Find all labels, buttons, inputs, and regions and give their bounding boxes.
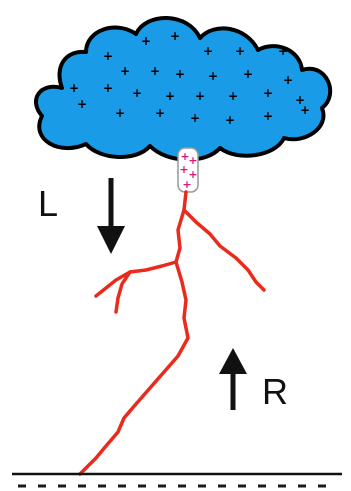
label-r: R <box>262 374 288 410</box>
leader-plus-charge: + <box>182 178 191 191</box>
cloud-plus-charge: + <box>103 81 113 95</box>
cloud-plus-charge: + <box>208 69 218 83</box>
cloud-plus-charge: + <box>278 44 288 58</box>
cloud-plus-charge: + <box>141 34 151 48</box>
cloud-plus-charge: + <box>115 106 125 120</box>
lightning-main-channel <box>80 192 188 474</box>
cloud-plus-charge: + <box>69 81 79 95</box>
arrow-down-icon <box>97 178 125 254</box>
cloud-plus-charge: + <box>120 64 130 78</box>
cloud-plus-charge: + <box>155 106 165 120</box>
cloud-plus-charge: + <box>243 67 253 81</box>
cloud-plus-charge: + <box>203 44 213 58</box>
cloud-plus-charge: + <box>195 89 205 103</box>
cloud-plus-charge: + <box>225 113 235 127</box>
cloud-plus-charge: + <box>263 109 273 123</box>
cloud-plus-charge: + <box>170 29 180 43</box>
lightning-right-branch <box>184 210 264 290</box>
leader-plus-charge: + <box>179 163 188 176</box>
cloud-plus-charge: + <box>165 89 175 103</box>
arrow-up-icon <box>219 348 247 410</box>
cloud-plus-charge: + <box>228 89 238 103</box>
cloud-plus-charge: + <box>235 44 245 58</box>
cloud-plus-charge: + <box>77 97 87 111</box>
cloud-plus-charge: + <box>132 86 142 100</box>
arrow-up-head <box>219 348 247 374</box>
leader-channel-icon: +++++ <box>178 148 198 192</box>
arrow-down-head <box>97 226 125 254</box>
leader-plus-charge: + <box>188 154 197 167</box>
cloud-plus-charge: + <box>190 111 200 125</box>
cloud-plus-charge: + <box>175 67 185 81</box>
cloud-plus-charge: + <box>263 86 273 100</box>
label-l: L <box>38 186 58 222</box>
cloud-plus-charge: + <box>283 73 293 87</box>
cloud-plus-charge: + <box>300 103 310 117</box>
cloud-plus-charge: + <box>150 64 160 78</box>
cloud-icon: +++++++++++++++++++++++++++ <box>36 18 330 160</box>
cloud-shape <box>36 18 330 160</box>
cloud-plus-charge: + <box>103 49 113 63</box>
lightning-left-branch <box>96 262 176 296</box>
